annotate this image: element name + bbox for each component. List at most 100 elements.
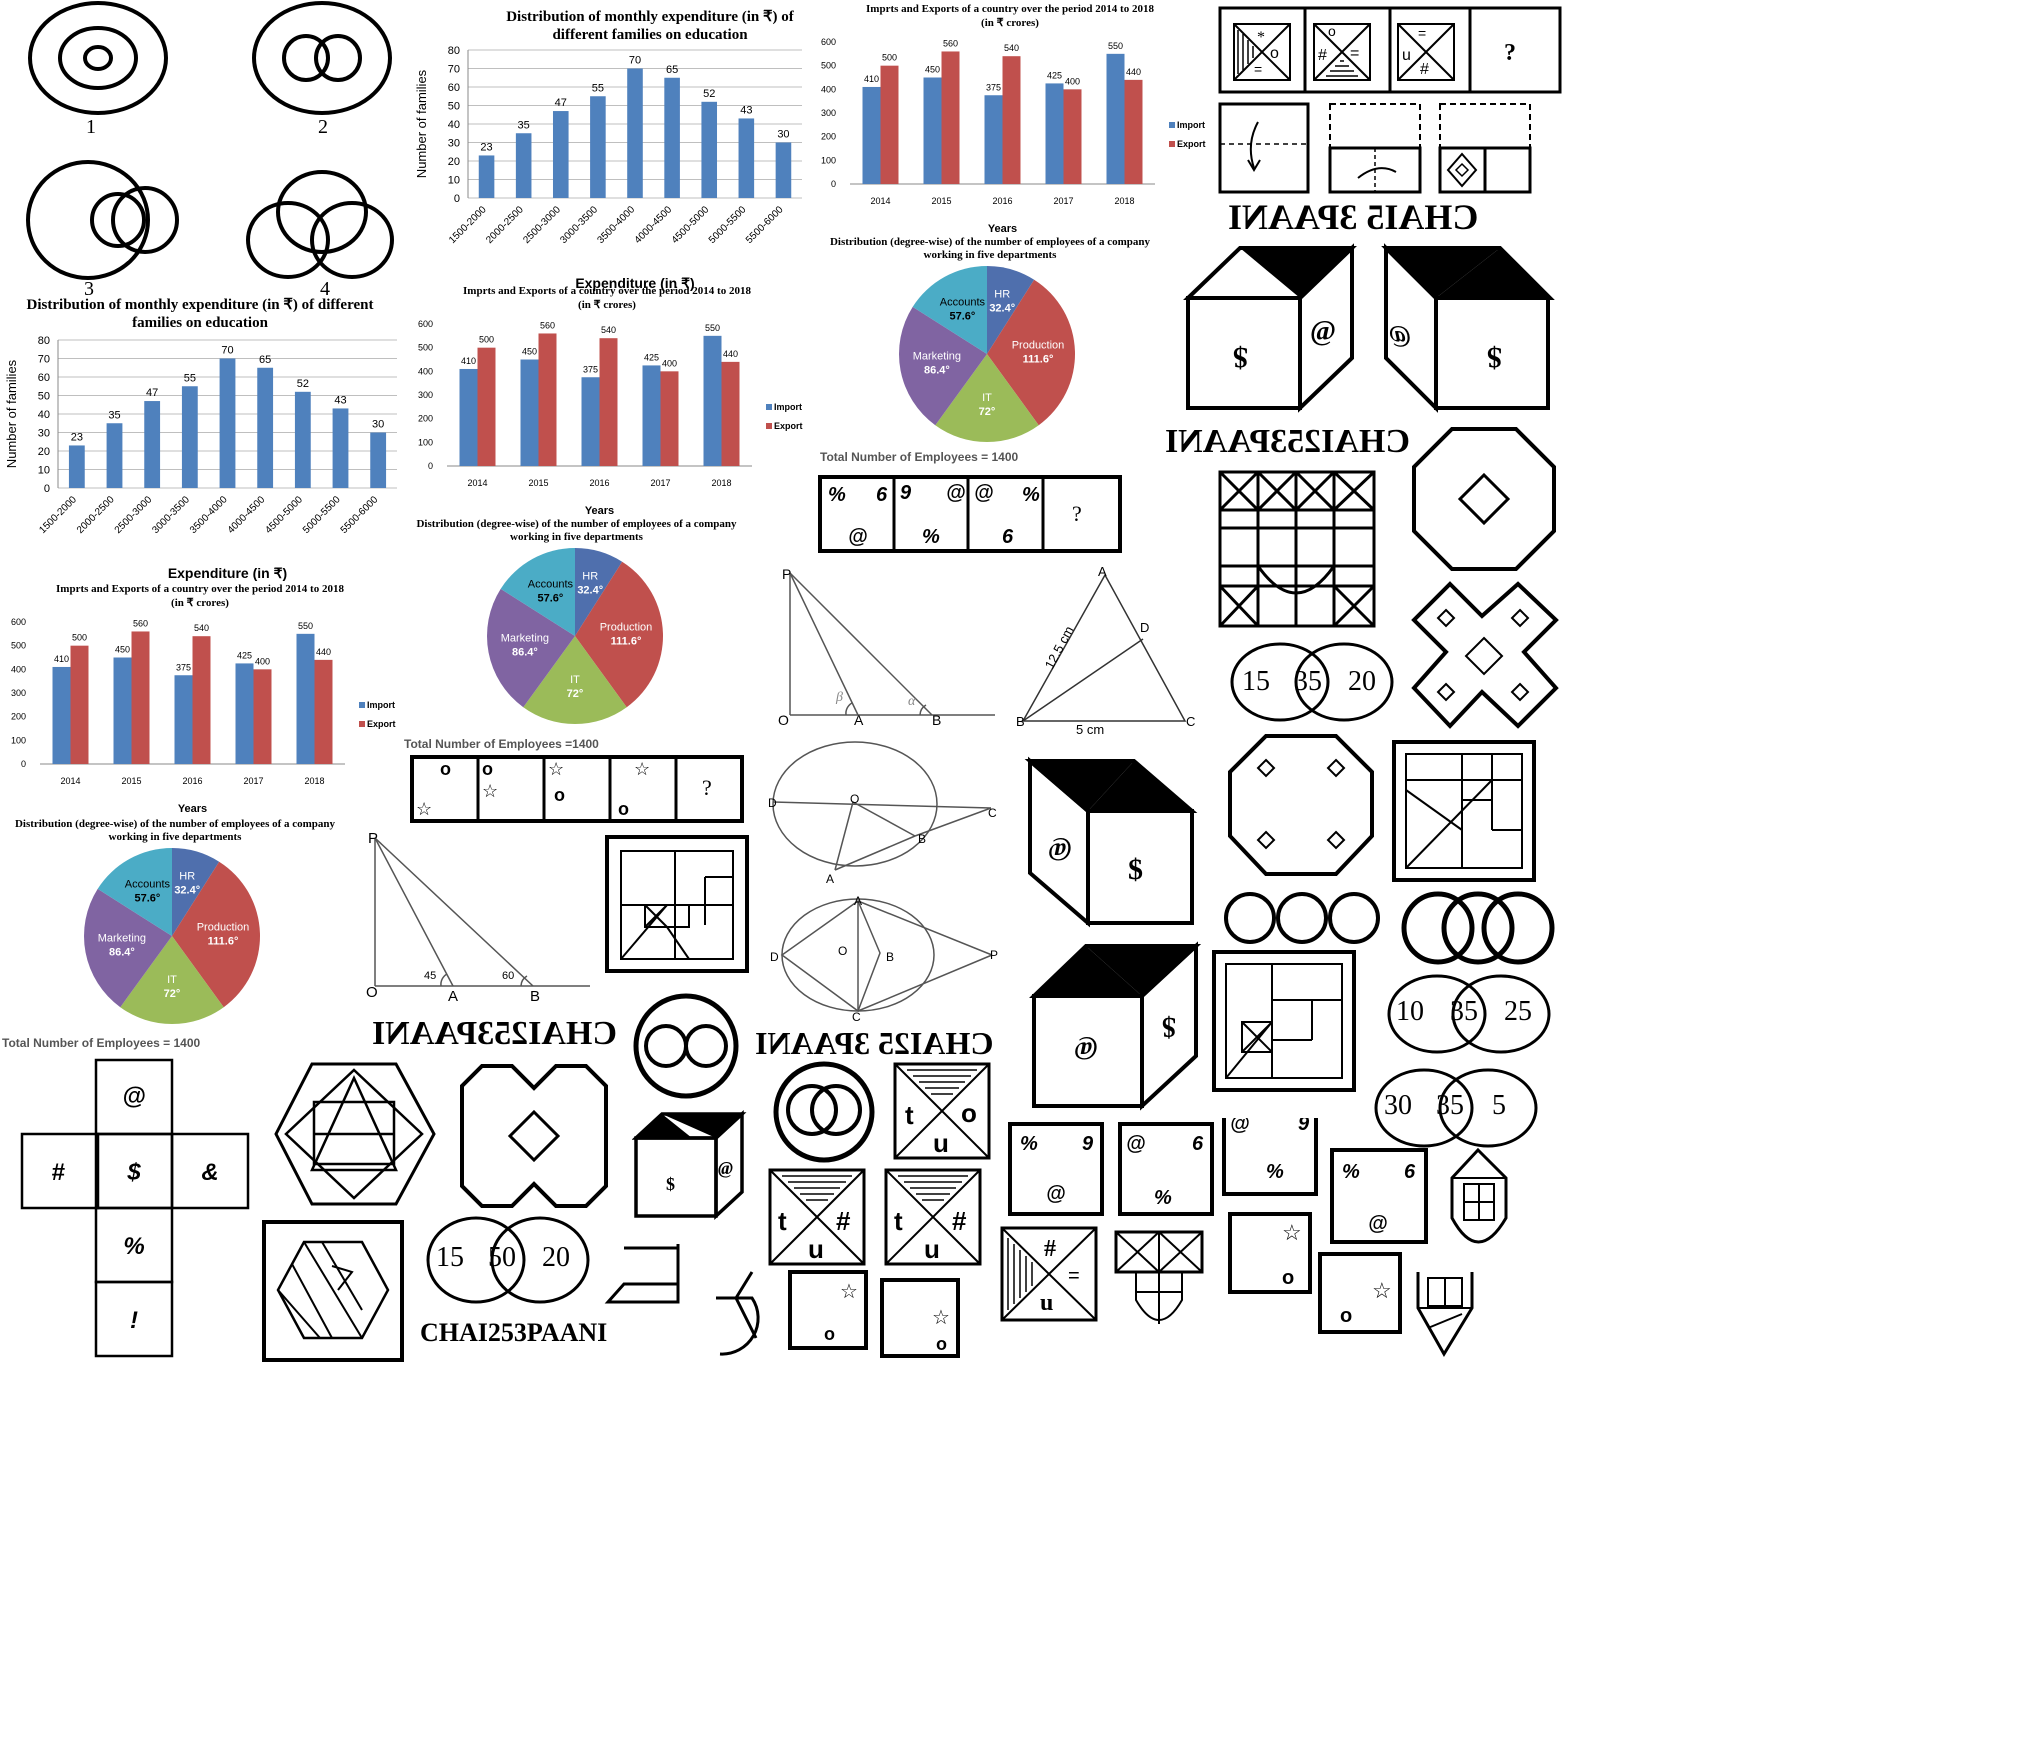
fold-lines-shape	[604, 1244, 680, 1304]
circ1-D: D	[768, 796, 777, 810]
pie-slice-label: HR	[994, 289, 1010, 301]
pie-slice-label: IT	[982, 392, 992, 404]
x-tick-label: 2014	[60, 776, 80, 786]
y-tick-label: 300	[821, 108, 836, 118]
pie-slice-label: Accounts	[940, 296, 986, 308]
svg-text:9: 9	[900, 482, 912, 504]
x-tick-label: 4000-4500	[226, 494, 268, 536]
y-tick-label: 100	[821, 155, 836, 165]
bar-value-label: 450	[522, 347, 537, 357]
circle-two-inner	[633, 993, 739, 1099]
export-bar	[1124, 79, 1143, 184]
pie-chart-3: HR32.4°Production111.6°IT72°Marketing86.…	[84, 848, 260, 1024]
svg-text:9: 9	[1298, 1118, 1310, 1135]
bar-value-label: 400	[1065, 76, 1080, 86]
y-tick-label: 600	[418, 319, 433, 329]
pie-slice-label: HR	[179, 871, 195, 883]
expenditure-title-1: Distribution of monthly expenditure (in …	[26, 297, 374, 331]
y-tick-label: 300	[11, 688, 26, 698]
pie-slice-label: Marketing	[913, 351, 961, 363]
trade-chart-3: 0100200300400500600410500201445056020153…	[11, 617, 396, 815]
bar-value-label: 23	[480, 141, 492, 153]
bar-value-label: 450	[115, 645, 130, 655]
x-tick-label: 2016	[992, 196, 1012, 206]
trade-chart-1: 0100200300400500600410500201445056020153…	[821, 37, 1206, 235]
venn-c-middle: 35	[1436, 1090, 1464, 1121]
mirror-word-3: CHAI253PAANI	[372, 1015, 617, 1052]
bar-value-label: 410	[461, 356, 476, 366]
three-circles	[1224, 892, 1380, 944]
y-tick-label: 40	[448, 119, 460, 131]
svg-text:?: ?	[1072, 501, 1082, 526]
x-tick-label: 2018	[711, 478, 731, 488]
pie-total-2: Total Number of Employees =1400	[404, 737, 599, 751]
tri3-D: D	[1140, 620, 1150, 635]
pie-slice-label: Accounts	[528, 578, 574, 590]
triangle-geometry-3	[374, 837, 590, 987]
nested-square-figure	[1392, 740, 1536, 882]
nested-square-figure-2	[1212, 950, 1356, 1092]
circ2-O: O	[838, 944, 848, 958]
pie-slice	[575, 561, 663, 708]
pie-slice	[84, 888, 172, 1008]
bar-value-label: 560	[540, 320, 555, 330]
y-tick-label: 80	[448, 46, 460, 57]
pie-slice-label: IT	[167, 974, 177, 986]
bar-value-label: 35	[518, 119, 530, 131]
y-tick-label: 70	[38, 354, 50, 366]
circle-geometry-1	[772, 741, 992, 871]
x-tick-label: 4000-4500	[633, 204, 675, 246]
svg-text:o: o	[961, 1098, 977, 1128]
svg-text:%: %	[1020, 1133, 1038, 1155]
export-bar	[70, 645, 89, 764]
bar	[552, 111, 569, 198]
y-tick-label: 500	[821, 61, 836, 71]
pie-slice	[523, 636, 627, 724]
y-tick-label: 20	[38, 446, 50, 458]
y-tick-label: 200	[418, 414, 433, 424]
bar-value-label: 425	[237, 650, 252, 660]
svg-text:6: 6	[1404, 1161, 1416, 1183]
svg-text:%: %	[1154, 1187, 1172, 1209]
bar-value-label: 52	[703, 88, 715, 100]
svg-text:#: #	[1420, 61, 1429, 78]
svg-text:@: @	[946, 482, 966, 504]
bar-value-label: 450	[925, 65, 940, 75]
import-bar	[52, 666, 71, 764]
bar-value-label: 500	[72, 633, 87, 643]
circle-two-inner-2	[773, 1061, 875, 1163]
svg-text:☆: ☆	[482, 781, 498, 801]
bar-value-label: 47	[146, 387, 158, 399]
x-tick-label: 2015	[121, 776, 141, 786]
bar	[294, 391, 311, 488]
x-tick-label: 2017	[243, 776, 263, 786]
export-bar	[192, 636, 211, 764]
pie-slice	[987, 266, 1035, 354]
svg-text:u: u	[808, 1234, 824, 1264]
venn-label-3: 3	[84, 278, 94, 300]
svg-text:$: $	[126, 1159, 141, 1186]
venn-c-left: 30	[1384, 1090, 1412, 1121]
y-tick-label: 0	[831, 179, 836, 189]
y-tick-label: 10	[38, 465, 50, 477]
tri2-A: A	[448, 988, 459, 1005]
import-bar	[1045, 83, 1064, 184]
expenditure-chart-2: 01020304050607080231500-2000352000-25004…	[414, 46, 802, 291]
y-tick-label: 0	[428, 461, 433, 471]
x-tick-label: 2000-2500	[75, 494, 117, 536]
pie-slice	[172, 848, 220, 936]
x-tick-label: 3000-3500	[150, 494, 192, 536]
pie-slice-value: 32.4°	[989, 303, 1015, 315]
circ2-C: C	[852, 1010, 861, 1024]
bar-value-label: 410	[54, 654, 69, 664]
legend-export-swatch	[766, 423, 772, 429]
y-tick-label: 600	[11, 617, 26, 627]
svg-text:@: @	[1389, 322, 1411, 348]
bar	[68, 445, 85, 488]
y-tick-label: 0	[454, 193, 460, 205]
tri1-B: B	[932, 712, 942, 728]
legend-export-label: Export	[774, 421, 803, 431]
svg-text:u: u	[933, 1128, 949, 1158]
pie-slice	[575, 548, 623, 636]
tri1-O: O	[778, 712, 789, 728]
